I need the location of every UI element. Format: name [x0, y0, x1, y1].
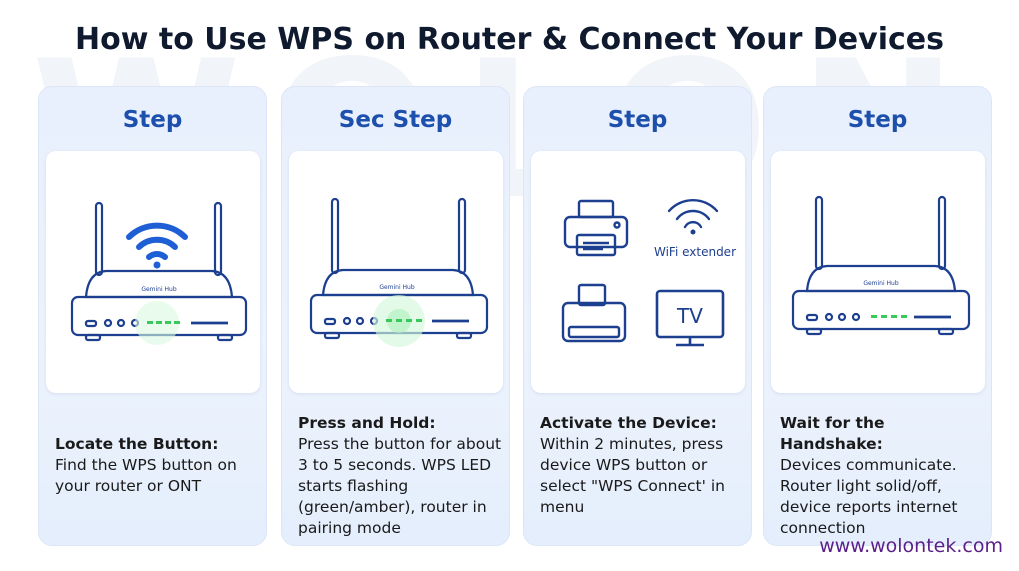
step-body: Press the button for about 3 to 5 second…: [298, 435, 502, 537]
status-leds: [373, 295, 425, 347]
router-brand: Gemini Hub: [141, 286, 177, 293]
wifi-icon: [126, 222, 188, 269]
step-description: Wait for the Handshake: Devices communic…: [780, 413, 984, 539]
status-leds: [871, 315, 907, 318]
step-heading: Activate the Device:: [540, 414, 717, 432]
step-heading: Wait for the Handshake:: [780, 414, 885, 453]
status-leds: [135, 301, 180, 345]
step-description: Press and Hold: Press the button for abo…: [298, 413, 502, 539]
step-card-4: Step Gemini Hub: [763, 86, 992, 546]
step-label: Step: [847, 107, 908, 133]
step-illustration: Gemini Hub: [289, 151, 503, 393]
page-title: How to Use WPS on Router & Connect Your …: [75, 22, 944, 57]
router-icon: [791, 195, 971, 336]
extender-label: WiFi extender: [654, 245, 736, 259]
step-illustration: WiFi extender TV: [531, 151, 745, 393]
wifi-extender-icon: [667, 198, 719, 235]
router-icon: [70, 201, 248, 342]
step-illustration: Gemini Hub: [46, 151, 260, 393]
step-label: Step: [607, 107, 668, 133]
step-body: Find the WPS button on your router or ON…: [55, 456, 237, 495]
step-card-3: Step WiFi extender: [523, 86, 752, 546]
router-brand: Gemini Hub: [379, 284, 415, 291]
step-card-1: Step: [38, 86, 267, 546]
step-card-2: Sec Step: [281, 86, 510, 546]
website-url[interactable]: www.wolontek.com: [819, 535, 1003, 557]
step-label: Step: [122, 107, 183, 133]
step-body: Devices communicate. Router light solid/…: [780, 456, 958, 537]
step-heading: Locate the Button:: [55, 435, 219, 453]
printer-icon: [561, 283, 627, 343]
step-heading: Press and Hold:: [298, 414, 436, 432]
step-body: Within 2 minutes, press device WPS butto…: [540, 435, 725, 516]
printer-icon: [563, 199, 629, 257]
tv-icon: [655, 289, 725, 347]
step-description: Activate the Device: Within 2 minutes, p…: [540, 413, 744, 518]
router-brand: Gemini Hub: [863, 280, 899, 287]
step-label: Sec Step: [338, 107, 453, 133]
step-illustration: Gemini Hub: [771, 151, 985, 393]
step-description: Locate the Button: Find the WPS button o…: [55, 434, 259, 497]
tv-label: TV: [676, 304, 703, 328]
